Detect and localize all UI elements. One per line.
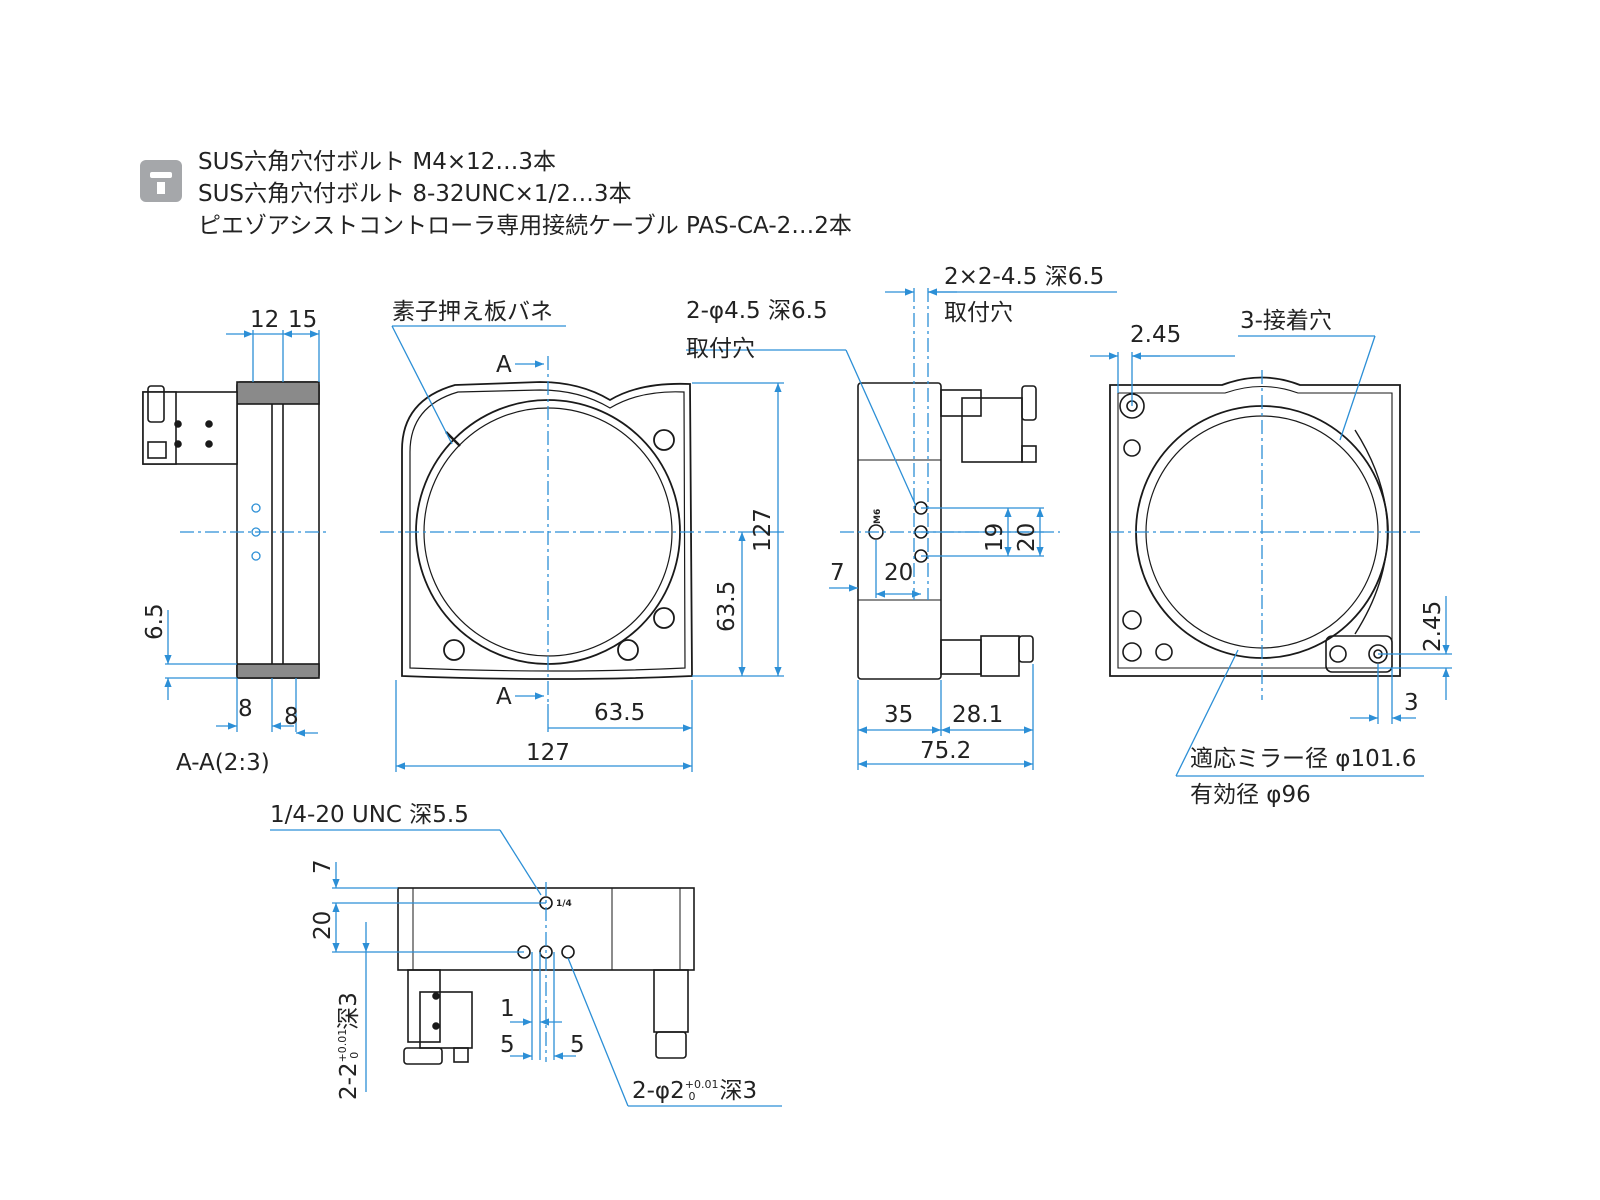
section-dim-8a: 8 bbox=[238, 696, 253, 722]
side-dim-20-v: 20 bbox=[1014, 523, 1040, 552]
back-dim-3: 3 bbox=[1404, 690, 1419, 716]
side-dim-19: 19 bbox=[982, 523, 1008, 552]
section-mark-bottom: A bbox=[496, 684, 512, 710]
section-dim-15: 15 bbox=[288, 307, 317, 333]
wrench-tool-icon bbox=[140, 160, 182, 202]
bottom-dim-1: 1 bbox=[500, 996, 515, 1022]
vert-note-depth: 深3 bbox=[336, 992, 362, 1030]
back-view: 2.45 3-接着穴 2.45 3 適応ミラー径 φ101.6 有効径 φ96 bbox=[1090, 308, 1452, 808]
bottom-dim-5b: 5 bbox=[570, 1032, 585, 1058]
thread-note: 1/4-20 UNC 深5.5 bbox=[270, 802, 469, 828]
pin-note-main: 2-φ2 bbox=[632, 1078, 685, 1104]
section-dim-8b: 8 bbox=[284, 704, 299, 730]
bottom-view: 1/4-20 UNC 深5.5 1/4 7 20 2-2+0.010深3 1 5… bbox=[270, 802, 782, 1107]
front-view: 素子押え板バネ A A 127 63.5 63.5 127 bbox=[380, 299, 784, 772]
side-dim-35: 35 bbox=[884, 702, 913, 728]
bottom-dim-5a: 5 bbox=[500, 1032, 515, 1058]
section-dim-12: 12 bbox=[250, 307, 279, 333]
side-hole-note-2: 取付穴 bbox=[686, 336, 755, 362]
accessory-item-1: SUS六角穴付ボルト M4×12…3本 bbox=[198, 149, 556, 175]
front-dim-127-v: 127 bbox=[750, 508, 776, 552]
bottom-dim-7: 7 bbox=[310, 859, 336, 874]
vert-note-tol-lower: 0 bbox=[348, 1052, 361, 1059]
section-caption: A-A(2:3) bbox=[176, 750, 270, 776]
section-mark-top: A bbox=[496, 352, 512, 378]
front-dim-127-h: 127 bbox=[526, 740, 570, 766]
front-dim-63-5-v: 63.5 bbox=[714, 581, 740, 632]
side-tap-note-2: 取付穴 bbox=[944, 300, 1013, 326]
side-dim-20: 20 bbox=[884, 560, 913, 586]
bottom-dim-20: 20 bbox=[310, 911, 336, 940]
vert-note-main: 2-2 bbox=[336, 1062, 362, 1100]
back-dim-2-45-top: 2.45 bbox=[1130, 322, 1181, 348]
front-dim-63-5-h: 63.5 bbox=[594, 700, 645, 726]
side-hole-note: 2-φ4.5 深6.5 bbox=[686, 298, 828, 324]
pin-note-tol-upper: +0.01 bbox=[685, 1078, 719, 1091]
pin-note-tol-lower: 0 bbox=[688, 1090, 695, 1103]
side-dim-7: 7 bbox=[830, 560, 845, 586]
side-dim-75-2: 75.2 bbox=[920, 738, 971, 764]
mirror-note: 適応ミラー径 φ101.6 bbox=[1190, 746, 1416, 772]
aperture-note: 有効径 φ96 bbox=[1190, 782, 1311, 808]
side-tap-mark: M6 bbox=[873, 509, 883, 524]
pin-note-depth: 深3 bbox=[719, 1078, 757, 1104]
adhesive-note: 3-接着穴 bbox=[1240, 308, 1332, 334]
back-dim-2-45-right: 2.45 bbox=[1420, 601, 1446, 652]
thread-mark: 1/4 bbox=[556, 899, 572, 909]
bottom-vert-note: 2-2+0.010 深3 bbox=[336, 992, 362, 1100]
section-dim-6-5: 6.5 bbox=[142, 603, 168, 640]
side-view: 2-φ4.5 深6.5 取付穴 2×2-4.5 深6.5 取付穴 M6 7 20… bbox=[686, 264, 1117, 770]
side-dim-28-1: 28.1 bbox=[952, 702, 1003, 728]
side-tap-note: 2×2-4.5 深6.5 bbox=[944, 264, 1104, 290]
accessory-item-3: ピエゾアシストコントローラ専用接続ケーブル PAS-CA-2…2本 bbox=[198, 213, 852, 239]
spring-label: 素子押え板バネ bbox=[392, 299, 553, 325]
section-view: 12 15 6.5 8 8 A-A(2:3) bbox=[142, 307, 330, 776]
vert-note-tol-upper: +0.01 bbox=[336, 1029, 349, 1063]
accessory-item-2: SUS六角穴付ボルト 8-32UNC×1/2…3本 bbox=[198, 181, 632, 207]
